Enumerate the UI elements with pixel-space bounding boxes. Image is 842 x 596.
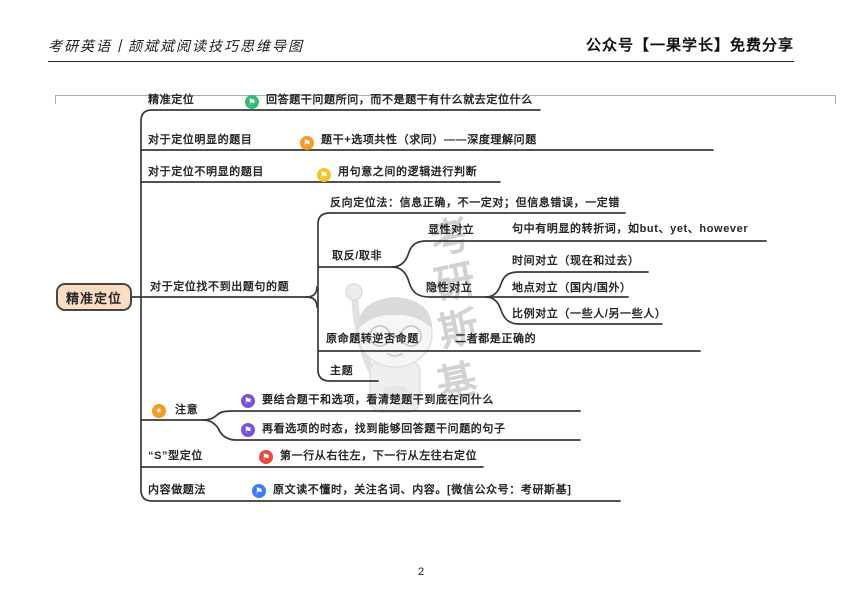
flag-green-icon: ⚑ bbox=[245, 95, 259, 109]
node-yuanmingti: 原命题转逆否命题 bbox=[326, 333, 419, 345]
flag-yellow-icon: ⚑ bbox=[317, 168, 331, 182]
node-bili-duili: 比例对立（一些人/另一些人） bbox=[512, 308, 667, 320]
node-s-xing-dingwei: “S”型定位 bbox=[148, 450, 203, 462]
flag-purple-icon: ⚑ bbox=[241, 423, 255, 437]
star-orange-icon: ★ bbox=[152, 404, 166, 418]
node-row3-child: 用句意之间的逻辑进行判断 bbox=[338, 166, 478, 178]
node-shijian-duili: 时间对立（现在和过去） bbox=[512, 255, 640, 267]
node-xianxing-child: 句中有明显的转折词，如but、yet、however bbox=[512, 223, 749, 235]
node-jingzhun-dingwei: 精准定位 bbox=[148, 94, 195, 106]
image-frame-top-border bbox=[55, 95, 836, 96]
node-didian-duili: 地点对立（国内/国外） bbox=[512, 282, 632, 294]
node-zhuyi: 注意 bbox=[175, 404, 199, 416]
flag-red-icon: ⚑ bbox=[259, 450, 273, 464]
node-zhuti: 主题 bbox=[330, 365, 354, 377]
mindmap-root-node: 精准定位 bbox=[56, 283, 132, 311]
image-frame-right-stub bbox=[835, 95, 836, 104]
node-yinxing-duili: 隐性对立 bbox=[426, 282, 473, 294]
node-dingwei-bumingxian: 对于定位不明显的题目 bbox=[148, 166, 264, 178]
page-header-right: 公众号【一果学长】免费分享 bbox=[585, 37, 794, 54]
node-yuanmingti-child: 二者都是正确的 bbox=[455, 333, 537, 345]
node-row1-child: 回答题干问题所问，而不是题干有什么就去定位什么 bbox=[266, 94, 533, 106]
image-frame-left-stub bbox=[55, 95, 56, 104]
node-qufan-qufei: 取反/取非 bbox=[332, 250, 383, 262]
node-row2-child: 题干+选项共性（求同）——深度理解问题 bbox=[321, 134, 537, 146]
flag-blue-icon: ⚑ bbox=[252, 484, 266, 498]
page-number: 2 bbox=[417, 566, 425, 578]
node-row6-child: 第一行从右往左，下一行从左往右定位 bbox=[280, 450, 478, 462]
flag-purple-icon: ⚑ bbox=[241, 394, 255, 408]
flag-orange-icon: ⚑ bbox=[300, 136, 314, 150]
node-zhaobudao-chutiju: 对于定位找不到出题句的题 bbox=[150, 281, 290, 293]
node-fanxiang-dingweifa: 反向定位法：信息正确，不一定对；但信息错误，一定错 bbox=[330, 197, 620, 209]
node-zhuyi-child-2: 再看选项的时态，找到能够回答题干问题的句子 bbox=[262, 423, 506, 435]
node-xianxing-duili: 显性对立 bbox=[428, 224, 475, 236]
node-zhuyi-child-1: 要结合题干和选项，看清楚题干到底在问什么 bbox=[262, 394, 494, 406]
node-neirong-zuotifa: 内容做题法 bbox=[148, 484, 206, 496]
header-divider bbox=[48, 61, 794, 62]
node-dingwei-mingxian: 对于定位明显的题目 bbox=[148, 134, 253, 146]
node-row7-child: 原文读不懂时，关注名词、内容。[微信公众号：考研斯基] bbox=[273, 484, 572, 496]
page-header-left: 考研英语丨颉斌斌阅读技巧思维导图 bbox=[48, 39, 304, 55]
